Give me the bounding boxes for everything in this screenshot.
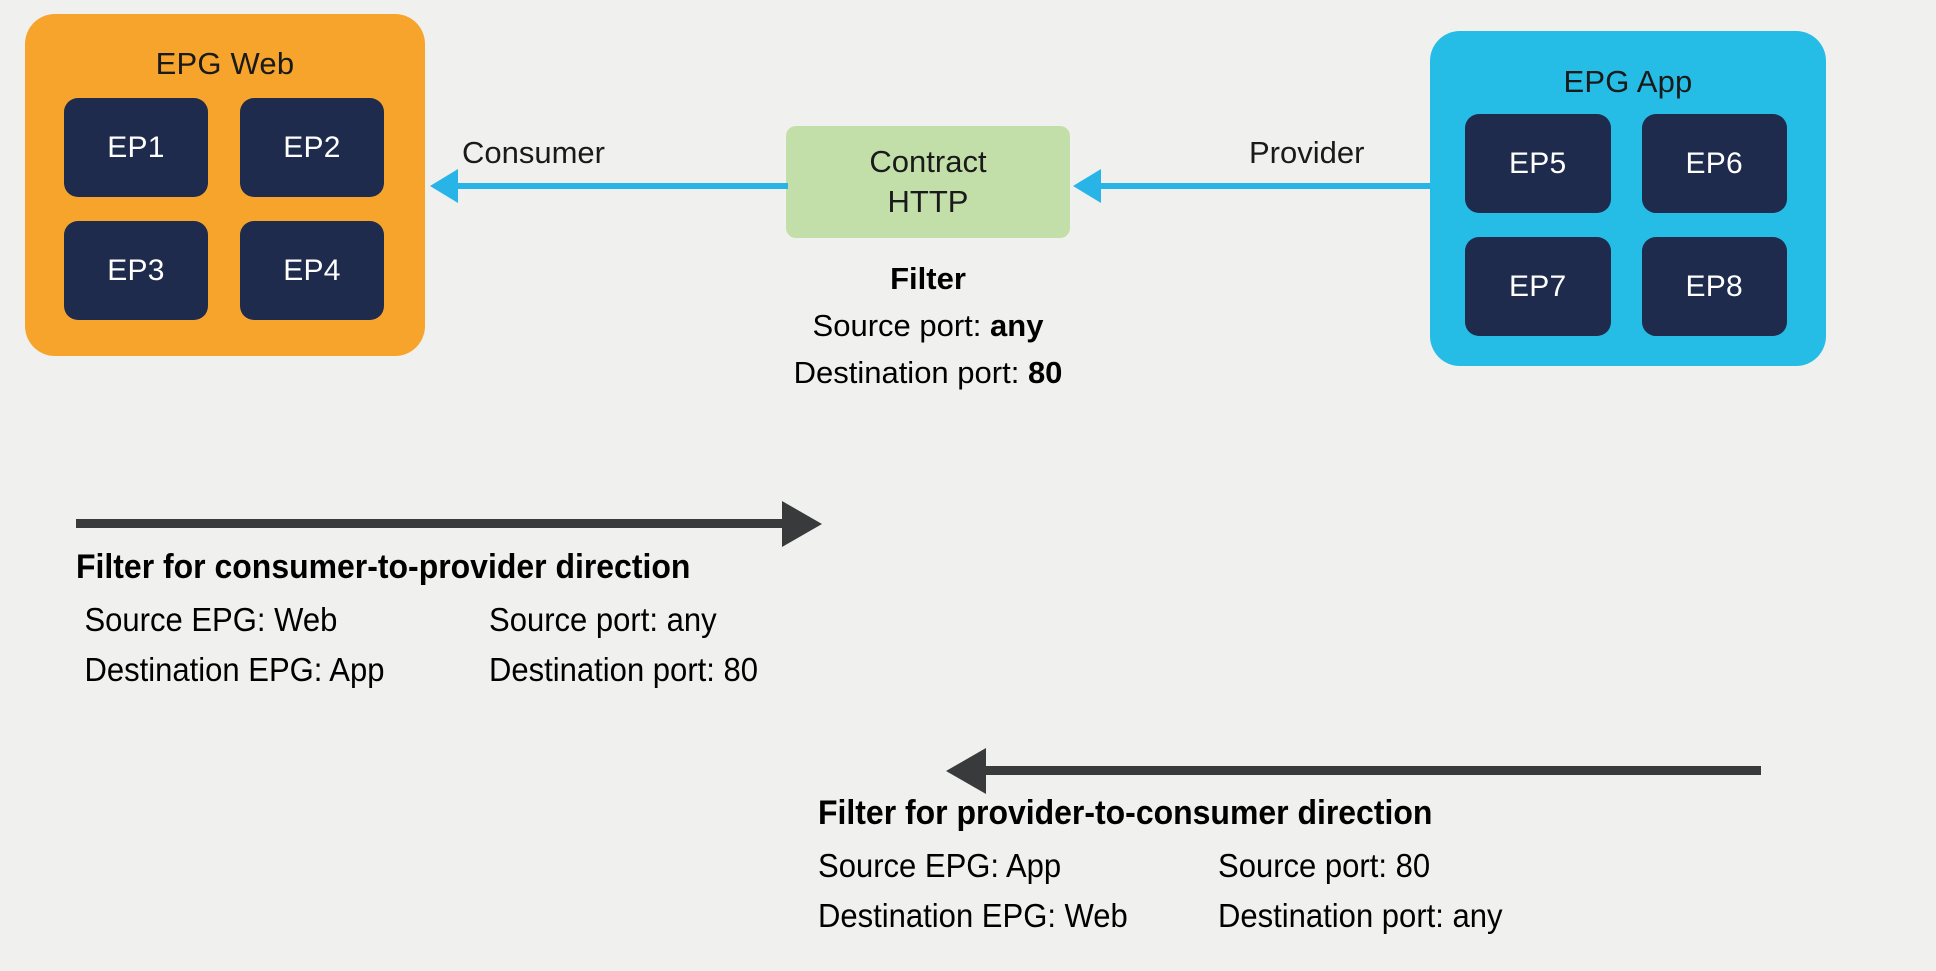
contract-filter-source-port-value: any: [990, 308, 1044, 343]
consumer-to-provider-title: Filter for consumer-to-provider directio…: [76, 548, 691, 586]
consumer-to-provider-arrow-head-icon: [782, 501, 822, 547]
provider-to-consumer-title: Filter for provider-to-consumer directio…: [818, 794, 1433, 832]
endpoint-ep2: EP2: [240, 98, 384, 197]
provider-to-consumer-columns: Source EPG: App Destination EPG: Web Sou…: [818, 841, 1521, 941]
contract-box: Contract HTTP: [786, 126, 1070, 238]
contract-name: HTTP: [887, 184, 969, 219]
provider-arrow-shaft: [1101, 183, 1430, 189]
contract-filter-heading: Filter: [890, 261, 966, 296]
contract-filter-source-port-label: Source port:: [812, 308, 991, 343]
provider-to-consumer-arrow-shaft: [986, 766, 1761, 775]
provider-to-consumer-destination-epg: Destination EPG: Web: [818, 897, 1128, 934]
contract-filter-destination-port-label: Destination port:: [793, 355, 1028, 390]
provider-to-consumer-destination-port: Destination port: any: [1218, 897, 1503, 934]
consumer-to-provider-destination-epg: Destination EPG: App: [84, 651, 385, 688]
epg-app-endpoint-grid: EP5 EP6 EP7 EP8: [1465, 114, 1787, 336]
provider-to-consumer-arrow-head-icon: [946, 748, 986, 794]
provider-relation-label: Provider: [1249, 135, 1365, 170]
epg-app-title: EPG App: [1563, 64, 1693, 99]
endpoint-ep8: EP8: [1641, 237, 1787, 336]
endpoint-ep7: EP7: [1465, 237, 1611, 336]
endpoint-ep4: EP4: [240, 221, 384, 320]
endpoint-ep1: EP1: [64, 98, 208, 197]
consumer-to-provider-port-column: Source port: any Destination port: 80: [489, 595, 758, 695]
provider-to-consumer-epg-column: Source EPG: App Destination EPG: Web: [818, 841, 1194, 941]
epg-web-title: EPG Web: [155, 46, 295, 81]
consumer-to-provider-source-epg: Source EPG: Web: [84, 601, 338, 638]
epg-app-group: EPG App EP5 EP6 EP7 EP8: [1430, 31, 1826, 366]
consumer-relation-label: Consumer: [462, 135, 605, 170]
contract-filter-destination-port-value: 80: [1027, 355, 1063, 390]
provider-to-consumer-filter-block: Filter for provider-to-consumer directio…: [818, 793, 1521, 941]
endpoint-ep6: EP6: [1641, 114, 1787, 213]
provider-to-consumer-source-port: Source port: 80: [1218, 847, 1431, 884]
consumer-to-provider-destination-port: Destination port: 80: [489, 651, 759, 688]
contract-filter-source-port-row: Source port: any: [726, 302, 1130, 349]
consumer-to-provider-arrow-shaft: [76, 519, 782, 528]
provider-to-consumer-source-epg: Source EPG: App: [818, 847, 1062, 884]
epg-web-group: EPG Web EP1 EP2 EP3 EP4: [25, 14, 425, 356]
endpoint-ep5: EP5: [1465, 114, 1611, 213]
consumer-to-provider-epg-column: Source EPG: Web Destination EPG: App: [76, 595, 464, 695]
consumer-arrow-shaft: [458, 183, 788, 189]
contract-filter-caption: Filter Source port: any Destination port…: [726, 255, 1130, 396]
consumer-to-provider-source-port: Source port: any: [489, 601, 717, 638]
endpoint-ep3: EP3: [64, 221, 208, 320]
epg-web-endpoint-grid: EP1 EP2 EP3 EP4: [64, 98, 384, 320]
contract-label: Contract: [869, 144, 987, 179]
provider-arrow-head-icon: [1073, 169, 1101, 203]
contract-filter-destination-port-row: Destination port: 80: [726, 349, 1130, 396]
consumer-to-provider-columns: Source EPG: Web Destination EPG: App Sou…: [76, 595, 775, 695]
consumer-to-provider-filter-block: Filter for consumer-to-provider directio…: [76, 547, 775, 695]
provider-to-consumer-port-column: Source port: 80 Destination port: any: [1218, 841, 1503, 941]
consumer-arrow-head-icon: [430, 169, 458, 203]
